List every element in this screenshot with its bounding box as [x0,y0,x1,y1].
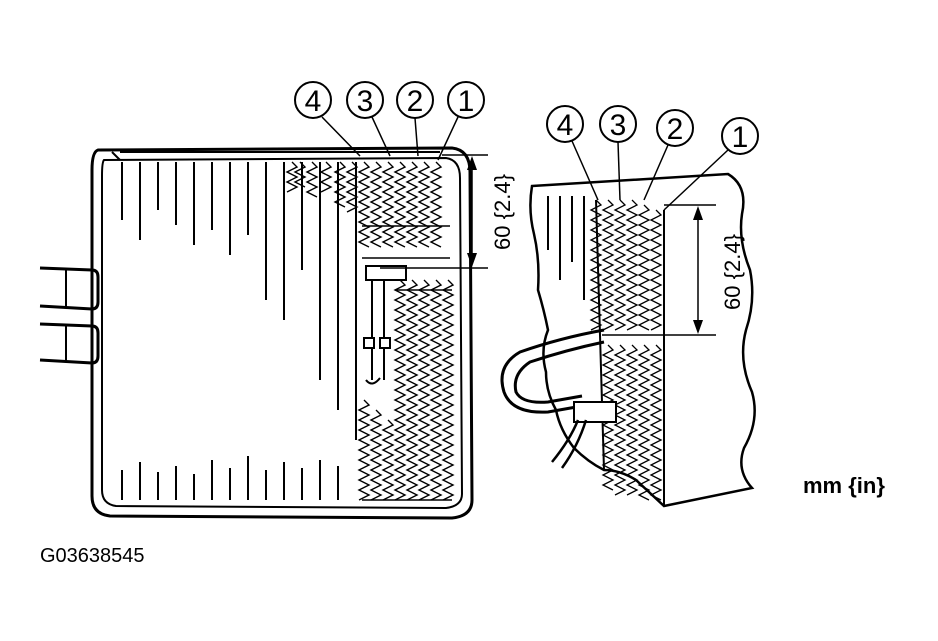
right-callouts: 4 3 2 1 [546,105,759,211]
right-fins [547,196,585,300]
right-callout-3: 3 [610,109,627,142]
left-dimension-label: 60 {2.4} [490,174,515,250]
right-callout-2: 2 [667,113,684,146]
left-evaporator: 4 3 2 1 60 {2.4} [39,81,515,520]
right-dimension: 60 {2.4} [602,204,745,336]
left-callout-2: 2 [407,85,424,118]
left-dimension: 60 {2.4} [380,154,515,269]
right-coil-rows [589,199,665,505]
left-pipes [39,266,100,365]
right-callout-1: 1 [732,121,749,154]
left-fins [121,162,357,500]
left-housing [90,146,474,520]
right-detail-view: 4 3 2 1 60 {2.4} [500,105,759,508]
right-sensor-tube [500,328,617,469]
left-callouts: 4 3 2 1 [294,81,485,161]
right-detail-outline [529,172,756,508]
unit-label: mm {in} [803,473,885,498]
left-coil-rows [285,161,455,501]
left-callout-1: 1 [458,85,475,118]
figure-code: G03638545 [40,545,145,567]
left-callout-3: 3 [357,85,374,118]
right-dimension-label: 60 {2.4} [720,234,745,310]
left-sensor-bracket [363,265,407,385]
left-callout-4: 4 [305,85,322,118]
right-callout-4: 4 [557,109,574,142]
